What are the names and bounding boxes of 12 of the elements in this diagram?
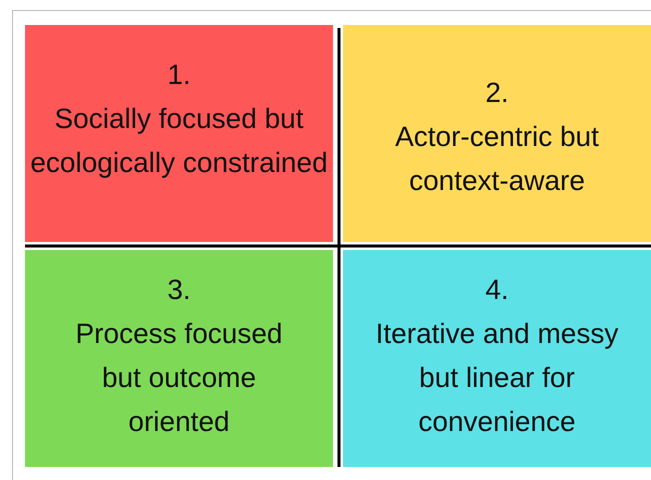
quadrant-text: Iterative and messy but linear for convenience <box>374 317 620 439</box>
quadrant-number: 2. <box>485 76 509 110</box>
quadrant-box <box>25 25 333 242</box>
quadrant-box <box>25 250 333 467</box>
quadrant-text: Process focused but outcome oriented <box>74 317 284 439</box>
quadrant-box <box>343 250 651 467</box>
quadrant-number: 1. <box>167 58 191 92</box>
quadrant-number: 4. <box>485 273 509 307</box>
quadrant-text: Actor-centric but context-aware <box>394 120 600 198</box>
quadrant-box <box>343 25 651 242</box>
quadrant-number: 3. <box>167 273 191 307</box>
quadrant-text: Socially focused but ecologically constrained <box>29 102 329 180</box>
